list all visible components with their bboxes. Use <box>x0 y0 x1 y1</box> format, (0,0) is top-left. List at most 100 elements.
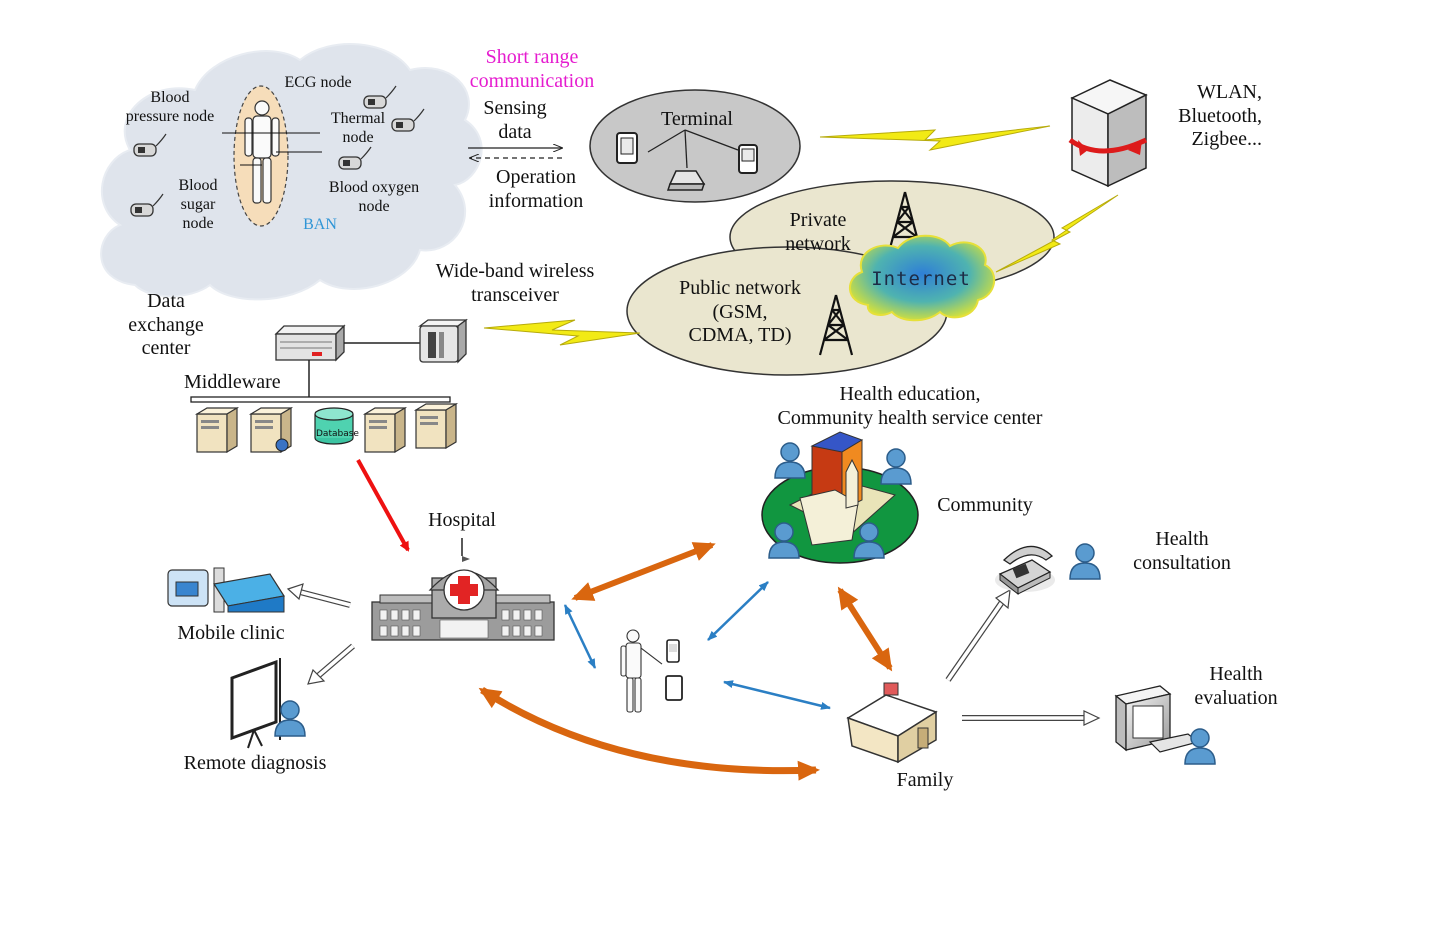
community-label: Community <box>937 494 1033 516</box>
terminal-links <box>647 129 739 169</box>
blue-arrow-hospital-patient <box>563 604 597 669</box>
health-consultation-label-line2: consultation <box>1133 551 1231 574</box>
lightning-transceiver-network <box>483 319 641 346</box>
community-center-title-line2: Community health service center <box>777 406 1043 429</box>
wlan-bluetooth-zigbee-label: WLAN, Bluetooth, Zigbee... <box>1162 81 1262 152</box>
remote-diagnosis-label: Remote diagnosis <box>183 752 327 774</box>
consultant-person-icon <box>1069 543 1101 580</box>
blood-sugar-node-label-line2: sugar <box>180 195 216 213</box>
mobile-clinic-label: Mobile clinic <box>177 622 285 644</box>
blood-pressure-node-label: Blood pressure node <box>126 89 214 127</box>
arrow-to-health-consultation-head <box>994 588 1011 610</box>
private-network-label-line2: network <box>785 232 851 255</box>
ban-connector-lines <box>222 132 322 166</box>
lightning-terminal-wlan <box>819 125 1051 151</box>
data-exchange-center-line2: exchange <box>128 313 204 336</box>
operation-information-label: Operation information <box>489 166 583 213</box>
laptop-icon <box>666 170 706 191</box>
health-evaluation-label-line1: Health <box>1209 663 1263 685</box>
health-consultation-label: Health consultation <box>1133 528 1231 575</box>
wlan-label-line3: Zigbee... <box>1191 128 1262 151</box>
short-range-label-line2: communication <box>469 69 595 92</box>
public-network-label: Public network (GSM, CDMA, TD) <box>679 277 801 348</box>
public-network-label-line2: (GSM, <box>712 300 768 323</box>
patient-pda-icon <box>665 675 683 701</box>
arrow-to-mobile-clinic-head <box>286 583 304 601</box>
transceiver-label-line2: transceiver <box>471 283 559 306</box>
operation-information-label-line1: Operation <box>496 166 576 188</box>
private-network-label-line1: Private <box>789 209 847 231</box>
patient-phone-icon <box>666 639 680 663</box>
health-evaluation-label: Health evaluation <box>1194 663 1277 710</box>
blood-oxygen-node-label-line2: node <box>358 197 390 215</box>
arrow-to-health-consultation-inner <box>946 600 1004 682</box>
thermal-node-label: Thermal node <box>331 110 385 148</box>
wlan-label-line1: WLAN, <box>1197 81 1262 103</box>
arrow-to-mobile-clinic-inner <box>299 590 351 607</box>
computer-icon <box>1114 685 1200 753</box>
health-evaluation-label-line2: evaluation <box>1194 686 1278 709</box>
wide-band-transceiver-label: Wide-band wireless transceiver <box>436 260 595 307</box>
orange-arrow-hospital-family <box>478 687 820 781</box>
blood-oxygen-node-label: Blood oxygen node <box>329 179 419 217</box>
terminal-label: Terminal <box>661 108 733 130</box>
server-1-icon <box>196 407 238 453</box>
middleware-server-icon <box>274 324 346 362</box>
blue-arrow-patient-community <box>707 581 769 641</box>
data-exchange-center-line1: Data <box>147 290 185 312</box>
ecg-node-label: ECG node <box>284 74 352 91</box>
ban-cloud <box>100 43 483 301</box>
blood-pressure-node-label-line1: Blood <box>150 89 190 106</box>
blood-pressure-node-label-line2: pressure node <box>125 107 215 125</box>
family-label: Family <box>896 769 954 791</box>
server-3-icon <box>364 407 406 453</box>
server-4-icon <box>415 403 457 449</box>
mobile-clinic-icon <box>167 567 285 613</box>
orange-arrow-hospital-community <box>571 542 716 601</box>
community-person-1-icon <box>774 442 806 479</box>
short-range-communication-label: Short range communication <box>470 46 594 93</box>
pda-icon <box>616 132 638 164</box>
thermal-node-label-line1: Thermal <box>330 110 386 127</box>
globe-icon <box>275 438 289 452</box>
community-person-2-icon <box>880 448 912 485</box>
middleware-label: Middleware <box>184 371 281 393</box>
evaluator-person-icon <box>1184 728 1216 765</box>
arrow-to-health-evaluation-head <box>1083 710 1101 726</box>
health-consultation-label-line1: Health <box>1155 528 1209 550</box>
blood-sugar-node-label-line3: node <box>182 214 214 232</box>
wlan-label-line2: Bluetooth, <box>1178 104 1262 127</box>
data-exchange-center-line3: center <box>141 337 191 360</box>
hospital-label: Hospital <box>428 509 496 531</box>
family-house-icon <box>846 682 938 764</box>
sensing-data-label-line2: data <box>498 120 532 143</box>
blood-oxygen-node-label-line1: Blood oxygen <box>328 179 420 196</box>
patient-icon <box>620 629 663 713</box>
private-network-label: Private network <box>785 209 851 256</box>
blue-arrow-patient-family <box>723 680 831 710</box>
orange-arrow-community-family <box>837 586 893 672</box>
community-center-title-line1: Health education, <box>839 383 981 405</box>
blood-sugar-node-label: Blood sugar node <box>178 177 217 234</box>
community-center-title: Health education, Community health servi… <box>778 383 1043 430</box>
wlan-access-point-icon <box>1068 79 1148 188</box>
middleware-bus <box>190 396 451 403</box>
red-arrow-to-hospital <box>356 459 410 552</box>
internet-cloud <box>848 234 996 322</box>
data-exchange-center-label: Data exchange center <box>128 290 204 361</box>
database-label: Database <box>316 429 359 439</box>
internet-label: Internet <box>871 268 971 290</box>
blood-sugar-node-label-line1: Blood <box>178 177 218 194</box>
operation-information-label-line2: information <box>488 189 584 212</box>
wireless-transceiver-icon <box>418 318 468 364</box>
transceiver-label-line1: Wide-band wireless <box>435 260 595 282</box>
sensing-data-label: Sensing data <box>483 97 546 144</box>
public-network-label-line1: Public network <box>679 277 801 299</box>
sensing-data-label-line1: Sensing <box>483 97 547 119</box>
phone-icon <box>738 144 758 174</box>
arrow-to-remote-diagnosis-inner <box>316 644 355 678</box>
database-icon <box>314 407 354 445</box>
public-network-label-line3: CDMA, TD) <box>688 324 792 347</box>
ban-body-icon <box>244 100 280 204</box>
